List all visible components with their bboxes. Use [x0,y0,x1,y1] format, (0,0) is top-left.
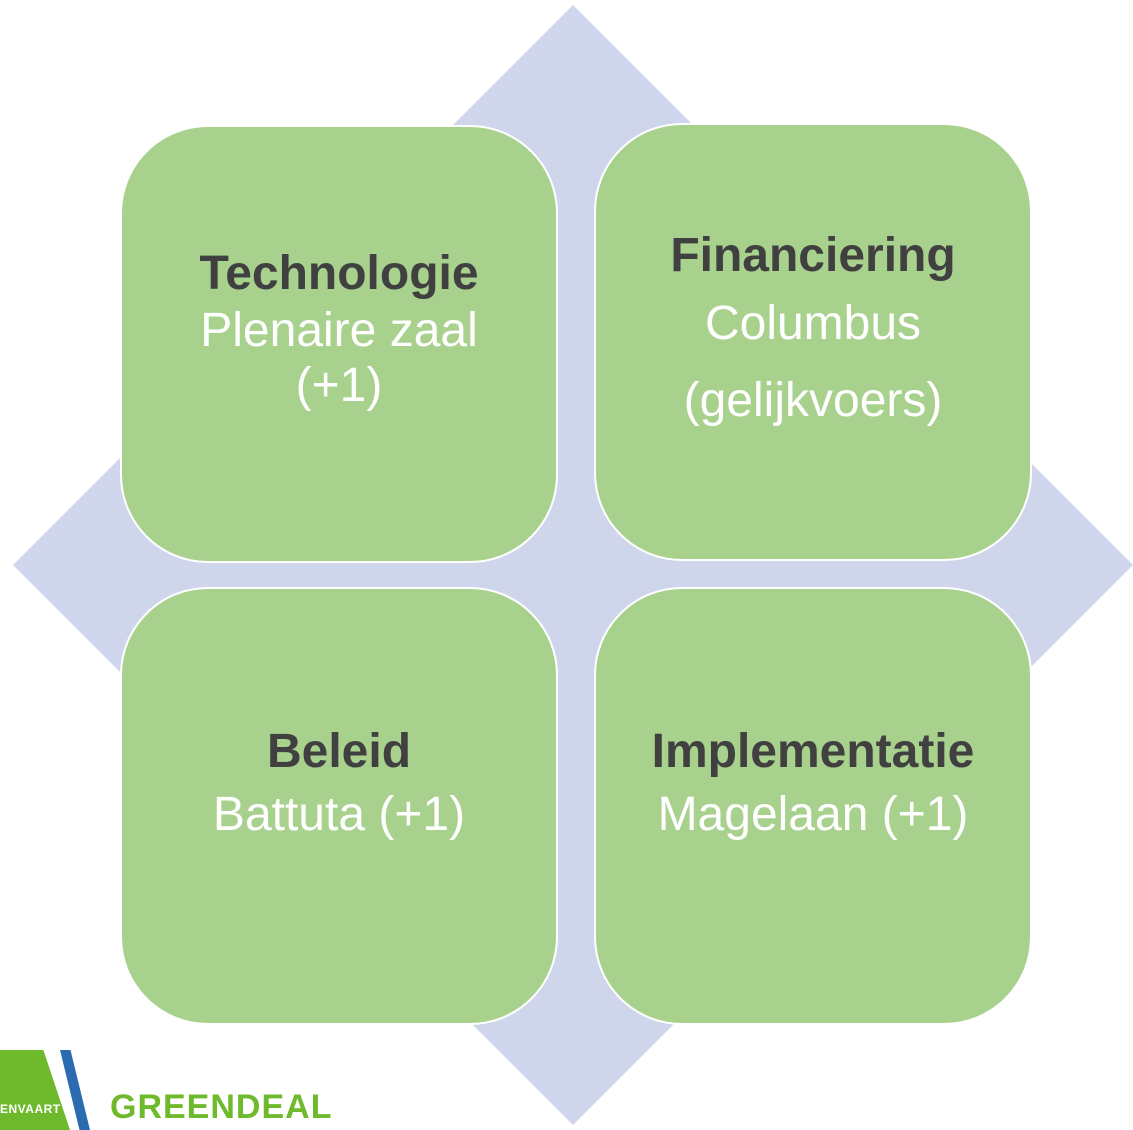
box-implementatie: Implementatie Magelaan (+1) [594,587,1032,1025]
box-line: Columbus [704,296,922,350]
box-title: Implementatie [651,725,975,778]
box-line: (+1) [295,358,383,412]
box-beleid: Beleid Battuta (+1) [120,587,558,1025]
box-line: Magelaan (+1) [657,787,969,841]
box-line: Battuta (+1) [212,787,466,841]
box-title: Financiering [670,229,956,282]
box-title: Technologie [199,247,479,300]
greendeal-logo: ENVAART GREENDEAL [0,1050,340,1130]
box-technologie: Technologie Plenaire zaal (+1) [120,125,558,563]
logo-green-panel [0,1050,70,1130]
logo-brand-text: GREENDEAL [110,1088,333,1126]
box-financiering: Financiering Columbus (gelijkvoers) [594,123,1032,561]
logo-left-text: ENVAART [0,1102,61,1116]
box-line: (gelijkvoers) [683,374,943,428]
box-title: Beleid [266,725,412,778]
box-line: Plenaire zaal [200,303,478,357]
